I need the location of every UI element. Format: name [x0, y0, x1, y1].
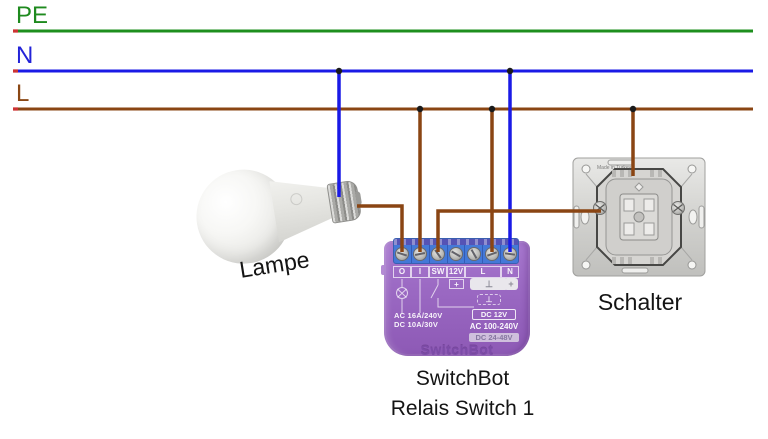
terminal-label-i: I — [411, 266, 429, 278]
terminal-l1 — [465, 245, 484, 263]
symbol-plus-12v: + — [449, 279, 464, 289]
relay-caption-line1: SwitchBot — [415, 367, 510, 390]
relay-caption-line2: Relais Switch 1 — [390, 397, 535, 420]
screw-icon — [395, 247, 410, 261]
terminal-label-sw: SW — [429, 266, 447, 278]
spec-ac-input: AC 100-240V — [469, 322, 519, 331]
symbol-plus-n: + — [504, 278, 518, 290]
wall-switch-image — [572, 157, 706, 277]
junction-dots — [335, 67, 637, 113]
relay-specs-left: AC 16A/240V DC 10A/30V — [394, 311, 442, 329]
spec-dc12v-box: DC 12V — [472, 309, 516, 320]
terminal-screw-row — [394, 245, 518, 263]
terminal-o — [394, 245, 412, 263]
bulb-contact-tip — [354, 191, 363, 206]
screw-icon — [466, 247, 481, 261]
terminal-label-o: O — [393, 266, 411, 278]
terminal-label-n: N — [501, 266, 519, 278]
terminal-n — [501, 245, 518, 263]
spec-dc-rating: DC 10A/30V — [394, 320, 439, 329]
terminal-sw — [430, 245, 448, 263]
screw-icon — [413, 247, 428, 261]
symbol-ground-l-dashed: ⊥ — [477, 294, 501, 305]
spec-dc2448-box: DC 24-48V — [469, 333, 519, 342]
terminal-label-12v: 12V — [447, 266, 465, 278]
switch-caption: Schalter — [597, 289, 683, 315]
rail-label-pe: PE — [16, 2, 49, 29]
switch-mechanism — [596, 168, 682, 266]
relay-terminal-block — [393, 238, 519, 264]
relay-specs-right: DC 12V AC 100-240V DC 24-48V — [464, 309, 524, 342]
bulb-neck — [269, 172, 336, 242]
rail-label-l: L — [16, 80, 30, 107]
relay-brand-embossed: SwitchBot — [420, 342, 494, 358]
relay-side-tab — [381, 265, 386, 275]
terminal-i — [412, 245, 430, 263]
screw-icon — [502, 247, 517, 261]
terminal-label-row: O I SW 12V L N — [393, 266, 519, 278]
spec-ac-rating: AC 16A/240V — [394, 311, 443, 320]
rail-label-n: N — [16, 42, 34, 69]
terminal-12v — [448, 245, 466, 263]
switch-engraving-text: Made in Turkey — [597, 165, 632, 171]
screw-icon — [484, 247, 499, 261]
symbol-ground-l: ⊥ — [470, 278, 508, 290]
terminal-l2 — [483, 245, 502, 263]
screw-icon — [449, 247, 463, 261]
terminal-label-l: L — [465, 266, 501, 278]
screw-icon — [431, 247, 446, 261]
